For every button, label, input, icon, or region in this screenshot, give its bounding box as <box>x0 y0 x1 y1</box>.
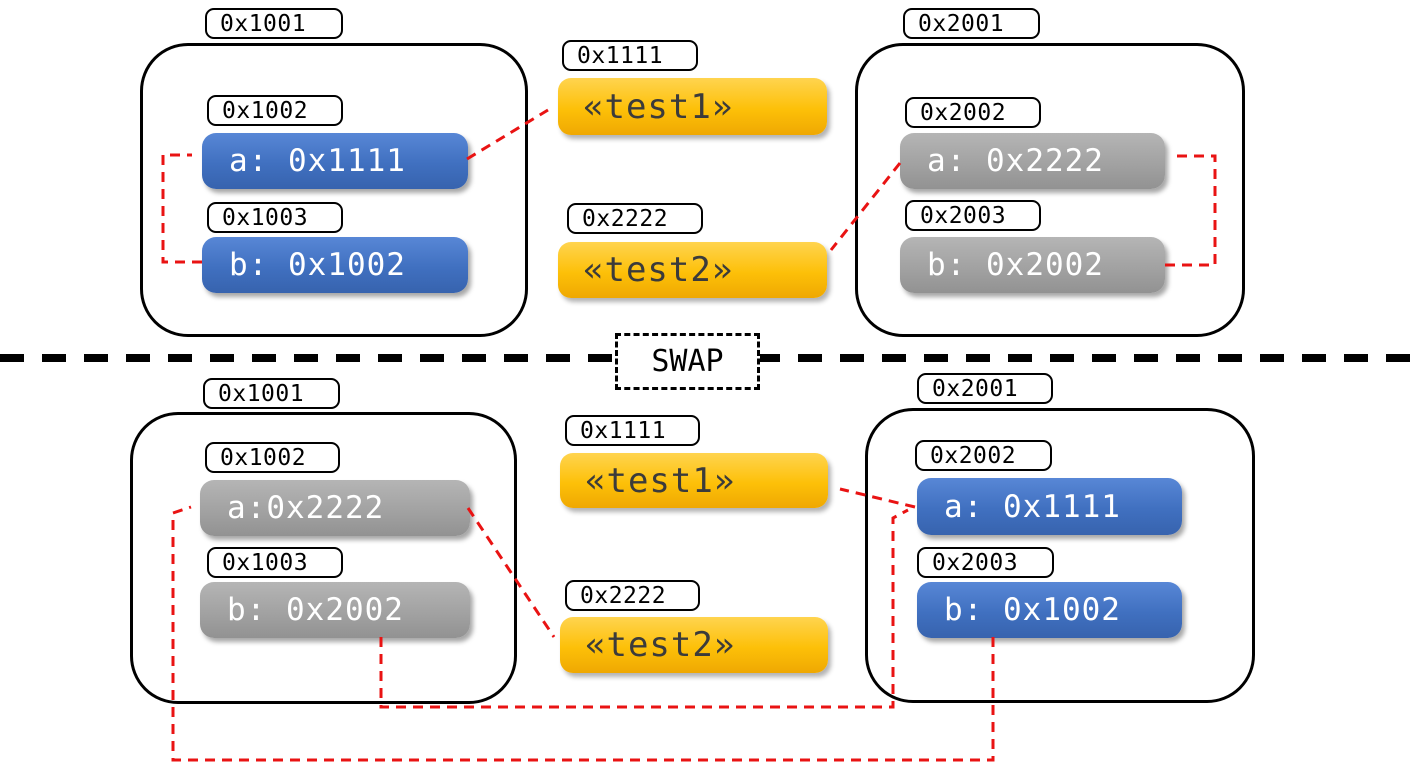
address-tag: 0x1111 <box>562 40 698 71</box>
address-tag: 0x1003 <box>207 547 343 578</box>
var-before-left-a: a: 0x1111 <box>202 133 468 189</box>
var-before-right-a: a: 0x2222 <box>900 133 1165 189</box>
heap-before-test1: «test1» <box>558 78 827 135</box>
address-tag: 0x2003 <box>905 200 1041 231</box>
var-before-left-b: b: 0x1002 <box>202 237 468 293</box>
address-tag: 0x1003 <box>207 202 343 233</box>
heap-after-test2: «test2» <box>560 617 828 673</box>
address-tag: 0x1002 <box>205 442 340 473</box>
address-tag: 0x1001 <box>205 8 343 39</box>
heap-before-test2: «test2» <box>558 242 827 298</box>
address-tag: 0x2222 <box>567 203 703 234</box>
address-tag: 0x2001 <box>917 373 1053 404</box>
address-tag: 0x2222 <box>565 580 700 611</box>
address-tag: 0x1001 <box>203 378 340 409</box>
swap-label-box: SWAP <box>615 333 760 390</box>
var-after-left-a: a:0x2222 <box>200 480 470 536</box>
var-after-left-b: b: 0x2002 <box>200 582 470 638</box>
heap-after-test1: «test1» <box>560 453 828 508</box>
var-after-right-b: b: 0x1002 <box>917 582 1182 638</box>
address-tag: 0x1111 <box>565 415 700 446</box>
address-tag: 0x2001 <box>903 8 1040 39</box>
var-after-right-a: a: 0x1111 <box>917 478 1182 535</box>
address-tag: 0x2003 <box>917 547 1054 578</box>
var-before-right-b: b: 0x2002 <box>900 237 1165 293</box>
address-tag: 0x1002 <box>207 95 343 126</box>
address-tag: 0x2002 <box>915 440 1052 471</box>
address-tag: 0x2002 <box>905 97 1041 128</box>
